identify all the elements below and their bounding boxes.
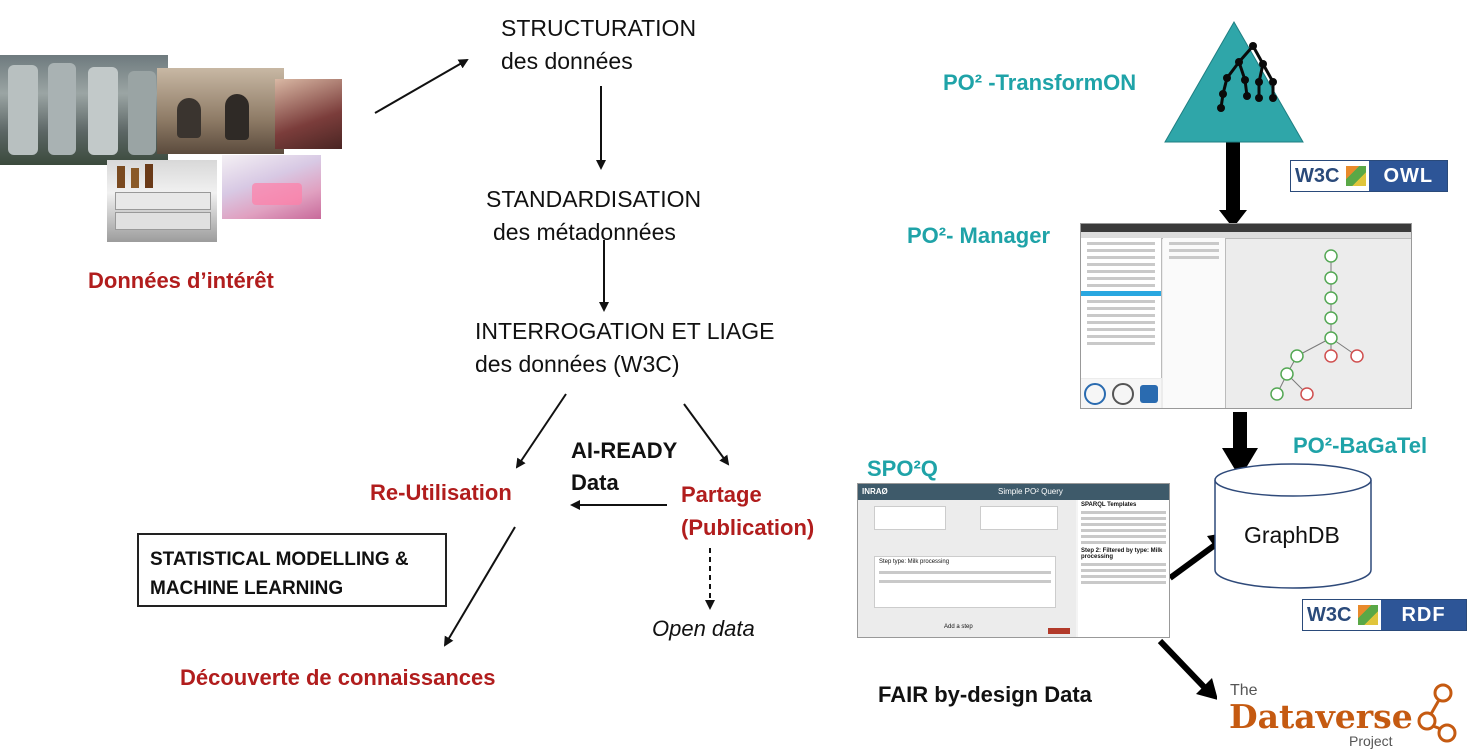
add-step-button[interactable]: Add a step bbox=[944, 624, 973, 630]
bagatel-label: PO²-BaGaTel bbox=[1293, 433, 1428, 458]
dataverse-logo: The Dataverse Project bbox=[1217, 667, 1467, 751]
standardisation-block: STANDARDISATION des métadonnées bbox=[486, 183, 701, 249]
partage-line2: (Publication) bbox=[681, 515, 815, 540]
lab-equipment-photo bbox=[0, 55, 168, 165]
standardisation-subtitle: des métadonnées bbox=[493, 219, 676, 245]
statistical-line2: MACHINE LEARNING bbox=[150, 578, 344, 599]
step-type-heading: Step type: Milk processing bbox=[879, 559, 950, 565]
window-titlebar bbox=[1081, 224, 1411, 232]
submit-button[interactable] bbox=[1048, 628, 1070, 634]
manager-label: PO²- Manager bbox=[907, 223, 1051, 248]
structuration-subtitle: des données bbox=[501, 48, 633, 74]
semantic-cube-icon bbox=[1346, 166, 1367, 186]
standardisation-title: STANDARDISATION bbox=[486, 186, 702, 212]
fair-label: FAIR by-design Data bbox=[878, 682, 1092, 707]
decouverte-label: Découverte de connaissances bbox=[180, 665, 496, 690]
spo2q-title: Simple PO² Query bbox=[998, 487, 1063, 496]
structuration-block: STRUCTURATION des données bbox=[501, 12, 696, 78]
graphdb-database-icon bbox=[1214, 463, 1372, 589]
query-panel: Step type: Milk processing Add a step bbox=[858, 500, 1076, 637]
w3c-logo-text: W3C bbox=[1303, 600, 1356, 630]
tool-icon bbox=[1112, 382, 1134, 405]
statistical-modelling-box: STATISTICAL MODELLING & MACHINE LEARNING bbox=[137, 533, 447, 607]
interrogation-title: INTERROGATION ET LIAGE bbox=[475, 318, 775, 344]
bottom-tools bbox=[1081, 379, 1161, 408]
w3c-rdf-badge: W3C RDF bbox=[1302, 599, 1467, 631]
dataverse-the: The bbox=[1230, 682, 1258, 699]
ai-ready-label: AI-READY Data bbox=[571, 435, 677, 499]
dataverse-project: Project bbox=[1349, 733, 1393, 749]
owl-tag: OWL bbox=[1369, 161, 1448, 191]
wifi-tool-icon bbox=[1084, 382, 1106, 405]
sparql-templates-panel: SPARQL Templates Step 2: Filtered by typ… bbox=[1078, 500, 1169, 637]
structuration-title: STRUCTURATION bbox=[501, 15, 697, 41]
open-data-label: Open data bbox=[652, 616, 755, 641]
partage-line1: Partage bbox=[681, 482, 762, 507]
po2-manager-screenshot bbox=[1080, 223, 1412, 409]
ai-ready-line2: Data bbox=[571, 470, 619, 495]
interrogation-subtitle: des données (W3C) bbox=[475, 351, 680, 377]
ontology-triangle-icon bbox=[1164, 20, 1304, 143]
dataverse-main: Dataverse bbox=[1229, 697, 1413, 736]
export-tool-icon bbox=[1140, 384, 1158, 403]
properties-panel bbox=[1163, 238, 1226, 408]
spo2q-screenshot: INRAØ Simple PO² Query Step type: Milk p… bbox=[857, 483, 1170, 638]
transformon-label: PO² -TransformON bbox=[943, 70, 1137, 95]
semantic-cube-icon bbox=[1358, 605, 1379, 625]
step-filtered-heading: Step 2: Filtered by type: Milk processin… bbox=[1081, 548, 1163, 560]
inrae-logo: INRAØ bbox=[862, 487, 888, 496]
process-graph bbox=[1270, 249, 1364, 401]
spo2q-header: INRAØ Simple PO² Query bbox=[858, 484, 1169, 500]
donnees-interet-label: Données d’intérêt bbox=[88, 268, 274, 293]
sparql-templates-heading: SPARQL Templates bbox=[1081, 502, 1137, 508]
graphdb-label: GraphDB bbox=[1244, 522, 1340, 548]
interrogation-block: INTERROGATION ET LIAGE des données (W3C) bbox=[475, 315, 774, 381]
wine-tasting-photo bbox=[275, 79, 342, 149]
dataverse-node-icon bbox=[1417, 683, 1457, 743]
w3c-owl-badge: W3C OWL bbox=[1290, 160, 1449, 192]
reutilisation-label: Re-Utilisation bbox=[370, 480, 512, 505]
people-tasting-photo bbox=[157, 68, 284, 154]
microplate-photo bbox=[222, 155, 321, 219]
spo2q-label: SPO²Q bbox=[867, 456, 938, 481]
tree-panel bbox=[1081, 238, 1162, 378]
chromatography-photo bbox=[107, 160, 217, 242]
statistical-line1: STATISTICAL MODELLING & bbox=[150, 549, 409, 570]
partage-label: Partage (Publication) bbox=[681, 478, 814, 544]
rdf-tag: RDF bbox=[1381, 600, 1466, 630]
ai-ready-line1: AI-READY bbox=[571, 438, 678, 463]
w3c-logo-text: W3C bbox=[1291, 161, 1344, 191]
